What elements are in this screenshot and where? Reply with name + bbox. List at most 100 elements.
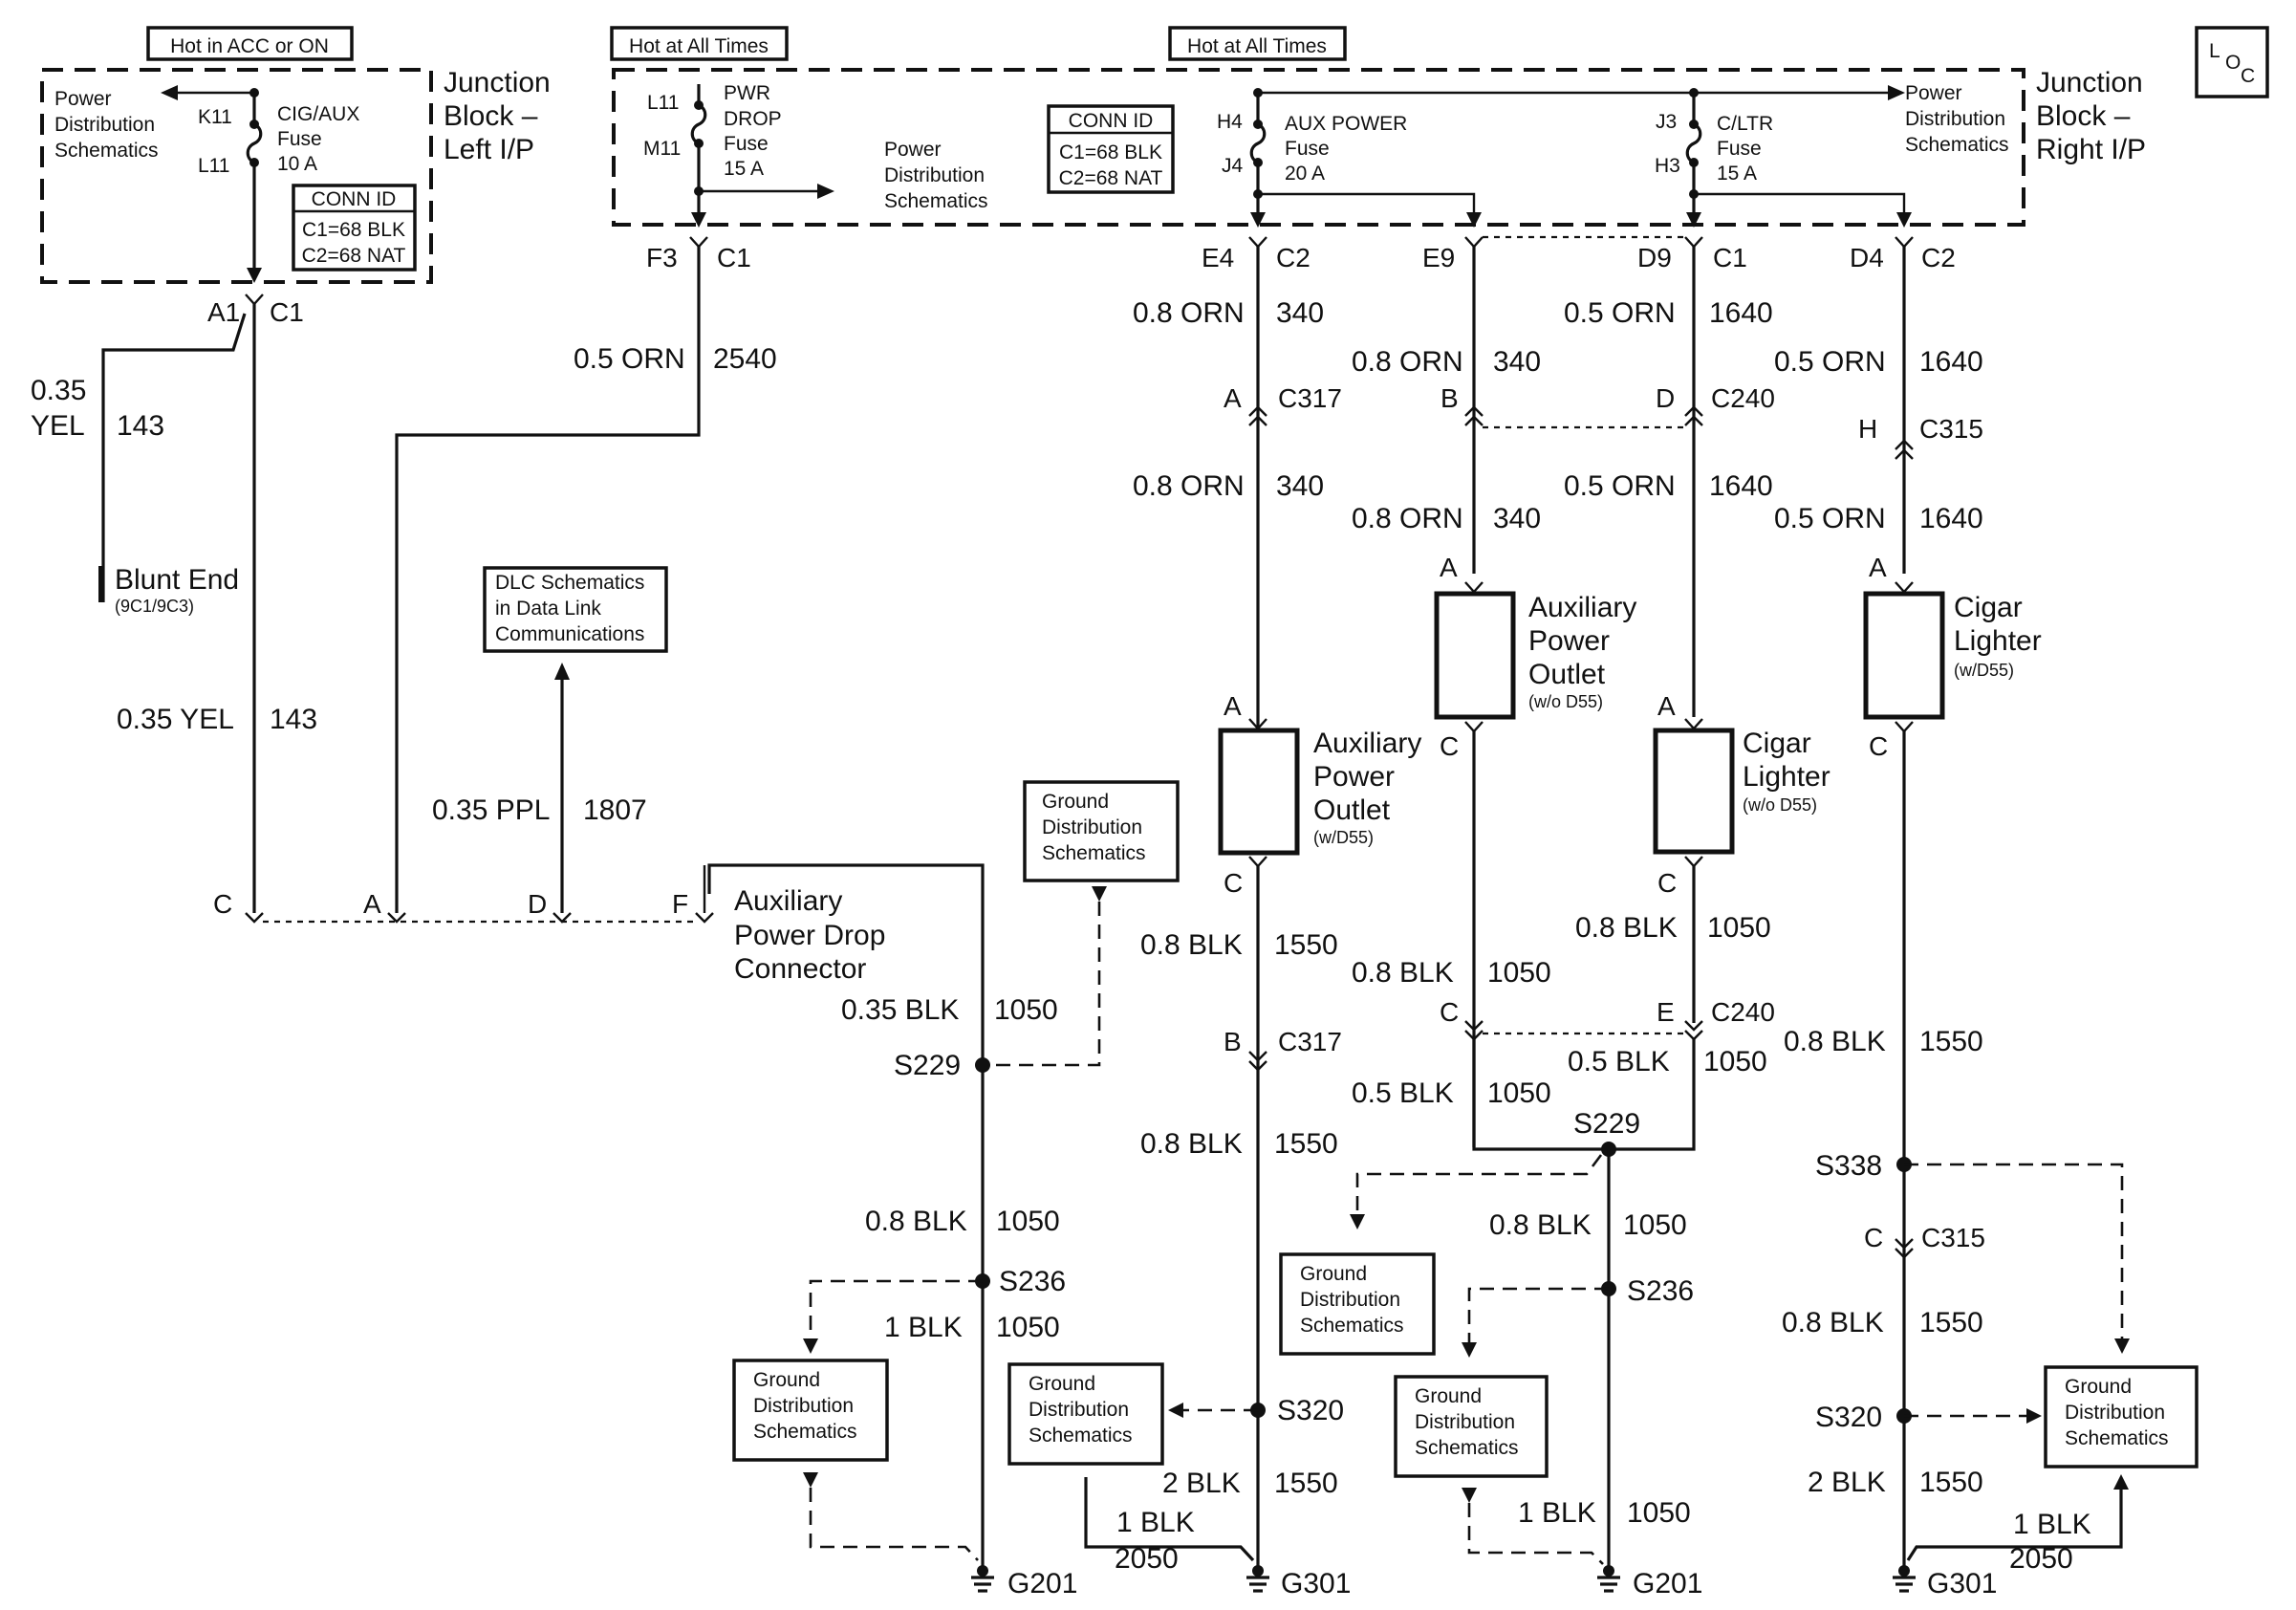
wire-143-circuit: 143 — [117, 410, 164, 442]
banner-left: Hot in ACC or ON — [146, 26, 354, 61]
ground-dist-note-6[interactable]: Ground Distribution Schematics — [2044, 1365, 2199, 1469]
wire-2050-a-size: 1 BLK — [1116, 1507, 1195, 1538]
wire-1050-c240l-size: 0.5 BLK — [1352, 1077, 1454, 1109]
ground-g301-right-label: G301 — [1927, 1568, 1997, 1599]
jb-right-pwr-3: Fuse — [724, 133, 769, 155]
wire-340-c-size: 0.8 ORN — [1352, 346, 1463, 378]
dlc-note-3: Communications — [495, 623, 644, 645]
cigar-nod55-pin-a: A — [1657, 691, 1676, 721]
wire-143-blunt — [101, 313, 247, 602]
ground-dist-note-5[interactable]: Ground Distribution Schematics — [1394, 1375, 1549, 1478]
pin-a1: A1 — [207, 297, 240, 327]
jb-right-pdm-3: Schematics — [884, 190, 988, 212]
jb-right-conn-c1: C1=68 BLK — [1059, 141, 1162, 163]
wire-1050-cig-size: 0.8 BLK — [1575, 912, 1678, 944]
aux-d55-pin-a: A — [1224, 691, 1242, 721]
ground-dist-note-2[interactable]: Ground Distribution Schematics — [732, 1359, 889, 1462]
dlc-note-1: DLC Schematics — [495, 572, 644, 594]
fuse-icon — [1249, 122, 1267, 164]
inline-connector-icon — [1895, 439, 1914, 450]
jb-right-aux-3: 20 A — [1285, 163, 1325, 185]
gd-2-line-2: Distribution — [753, 1395, 854, 1417]
jb-right-h3: H3 — [1655, 155, 1680, 177]
c240-bottom-pin-e: E — [1657, 997, 1675, 1027]
cigar-nod55-label-1: Cigar — [1743, 728, 1811, 759]
pin-e4: E4 — [1202, 243, 1234, 272]
wire-2050-a — [1084, 1477, 1255, 1562]
ground-g201-right-label: G201 — [1633, 1568, 1702, 1599]
splice-s236-left-label: S236 — [999, 1266, 1066, 1297]
aux-outlet-d55 — [1218, 728, 1300, 856]
wire-1550-c-circuit: 1550 — [1274, 1468, 1338, 1499]
jb-left-fuse-2: Fuse — [277, 128, 322, 150]
pin-c2-e4: C2 — [1276, 243, 1310, 272]
c240-top-pin-d: D — [1656, 383, 1675, 413]
c317-bottom-name: C317 — [1278, 1027, 1342, 1056]
gd-2-line-1: Ground — [753, 1369, 820, 1391]
blunt-end-label: Blunt End — [115, 564, 239, 596]
jb-right-pwr-2: DROP — [724, 108, 782, 130]
wire-1550-b-circuit: 1550 — [1274, 1128, 1338, 1160]
splice-s320-mid-label: S320 — [1277, 1395, 1344, 1426]
wire-1640-a-size: 0.5 ORN — [1564, 297, 1676, 329]
jb-right-conn-c2: C2=68 NAT — [1059, 167, 1163, 189]
ground-dist-note-3[interactable]: Ground Distribution Schematics — [1007, 1362, 1164, 1466]
aux-d55-note: (w/D55) — [1313, 828, 1374, 847]
splice-s320-right-label: S320 — [1815, 1402, 1882, 1433]
c240-bottom-pin-c: C — [1440, 997, 1459, 1027]
dlc-note[interactable]: DLC Schematics in Data Link Communicatio… — [483, 566, 668, 653]
splice-s338-label: S338 — [1815, 1150, 1882, 1182]
gd-4-line-2: Distribution — [1300, 1289, 1400, 1311]
wire-1050-s236b-size: 0.8 BLK — [1489, 1209, 1592, 1241]
ground-g301-right — [1893, 1565, 1916, 1593]
gd-5-line-3: Schematics — [1415, 1437, 1519, 1459]
cigar-nod55-label-2: Lighter — [1743, 761, 1830, 793]
inline-connector-icon — [1684, 405, 1703, 417]
wire-1050-join — [1472, 1037, 1696, 1151]
inline-connector-icon — [1248, 1051, 1267, 1062]
wire-2540-size: 0.5 ORN — [574, 343, 685, 375]
loc-badge-c: C — [2241, 65, 2255, 87]
c315-top-name: C315 — [1919, 414, 1983, 444]
gd-4-line-1: Ground — [1300, 1263, 1367, 1285]
gd-6-line-1: Ground — [2065, 1376, 2132, 1398]
wire-1550-rc-circuit: 1550 — [1919, 1467, 1983, 1498]
jb-right-cltr-2: Fuse — [1717, 138, 1762, 160]
ground-dist-note-4[interactable]: Ground Distribution Schematics — [1279, 1252, 1436, 1356]
ground-g301-mid-label: G301 — [1281, 1568, 1351, 1599]
jb-left-k11: K11 — [198, 106, 232, 128]
ground-g201-left — [971, 1565, 994, 1593]
pin-f3: F3 — [646, 243, 678, 272]
connector-terminal-icon — [1248, 236, 1267, 249]
c317-bottom-pin: B — [1224, 1027, 1242, 1056]
jb-right-aux-2: Fuse — [1285, 138, 1330, 160]
connector-terminal-icon — [689, 236, 708, 249]
jb-left-title-3: Left I/P — [444, 134, 534, 165]
aux-outlet-nod55 — [1434, 591, 1516, 720]
wire-1640-d-size: 0.5 ORN — [1774, 503, 1886, 534]
cigar-nod55-pin-c: C — [1657, 868, 1677, 898]
banner-right-text: Hot at All Times — [1187, 35, 1327, 57]
ground-g201-right — [1597, 1565, 1620, 1593]
gd-6-line-2: Distribution — [2065, 1402, 2165, 1424]
apd-pin-c: C — [213, 889, 232, 919]
gd-3-line-2: Distribution — [1029, 1399, 1129, 1421]
wire-1550-ra-size: 0.8 BLK — [1784, 1026, 1886, 1057]
wire-1640-c-size: 0.5 ORN — [1774, 346, 1886, 378]
splice-s229-right-label: S229 — [1573, 1108, 1640, 1140]
inline-connector-icon — [1248, 405, 1267, 417]
connector-terminal-icon — [1895, 236, 1914, 249]
ground-dist-note-1[interactable]: Ground Distribution Schematics — [1023, 780, 1180, 882]
wire-1807-size: 0.35 PPL — [432, 794, 550, 826]
jb-left-conn-c2: C2=68 NAT — [302, 245, 406, 267]
dlc-note-2: in Data Link — [495, 598, 601, 620]
wire-1050-left — [707, 863, 985, 1577]
gd-6-line-3: Schematics — [2065, 1427, 2169, 1449]
wire-340-d-circuit: 340 — [1493, 503, 1541, 534]
jb-right-pdm-2: Distribution — [884, 164, 985, 186]
wire-1640-d-circuit: 1640 — [1919, 503, 1983, 534]
wire-1050-apd-size: 0.35 BLK — [841, 994, 959, 1026]
gd-2-line-3: Schematics — [753, 1421, 857, 1443]
wire-1550-rb-circuit: 1550 — [1919, 1307, 1983, 1338]
aux-d55-label-1: Auxiliary — [1313, 728, 1421, 759]
